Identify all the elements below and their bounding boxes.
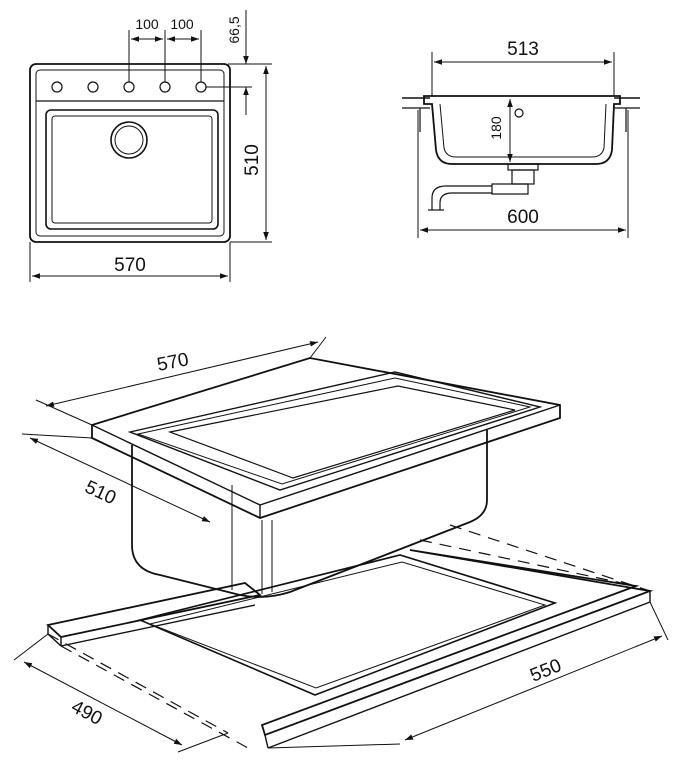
- inner-width-label: 513: [507, 39, 539, 60]
- width-label: 570: [114, 255, 146, 276]
- bowl-outline: [45, 109, 219, 230]
- hole-spacing-label-1: 100: [135, 16, 159, 32]
- sink-section-profile: [423, 95, 621, 165]
- drain-outer: [110, 121, 148, 159]
- outer-width-label: 600: [507, 207, 539, 228]
- waste-trap: [428, 163, 539, 211]
- overflow-hole: [514, 108, 524, 118]
- cutout-outline: [137, 554, 558, 696]
- sink-depth-label: 510: [82, 477, 120, 509]
- height-label: 510: [242, 144, 263, 176]
- countertop-left-strip: [46, 582, 263, 647]
- side-view: 513 180 600: [402, 39, 640, 238]
- sink-top-slab: [91, 357, 561, 519]
- sink-bowl-opening: [167, 385, 516, 479]
- bowl-inner-outline: [51, 115, 213, 224]
- sink-depth-dim-line: [29, 437, 211, 523]
- sink-bowl-body: [131, 430, 488, 598]
- hole-offset-label: 66,5: [226, 16, 242, 43]
- hole-spacing-label-2: 100: [170, 16, 194, 32]
- cutout-depth-dim-line: [23, 661, 183, 746]
- sink-width-label: 570: [155, 349, 190, 376]
- depth-label: 180: [488, 116, 504, 140]
- cutout-width-label: 550: [527, 655, 564, 686]
- front-view: 100 100 66,5 510 570: [29, 10, 272, 282]
- sink-inner-outline: [35, 69, 225, 237]
- cutout-width-dim-line: [404, 635, 663, 741]
- tap-holes: [51, 81, 207, 93]
- isometric-view: 570 510 490 550: [13, 336, 669, 753]
- sink-outline: [29, 63, 231, 243]
- drain-inner: [114, 125, 144, 155]
- sink-width-dim-line: [45, 341, 319, 407]
